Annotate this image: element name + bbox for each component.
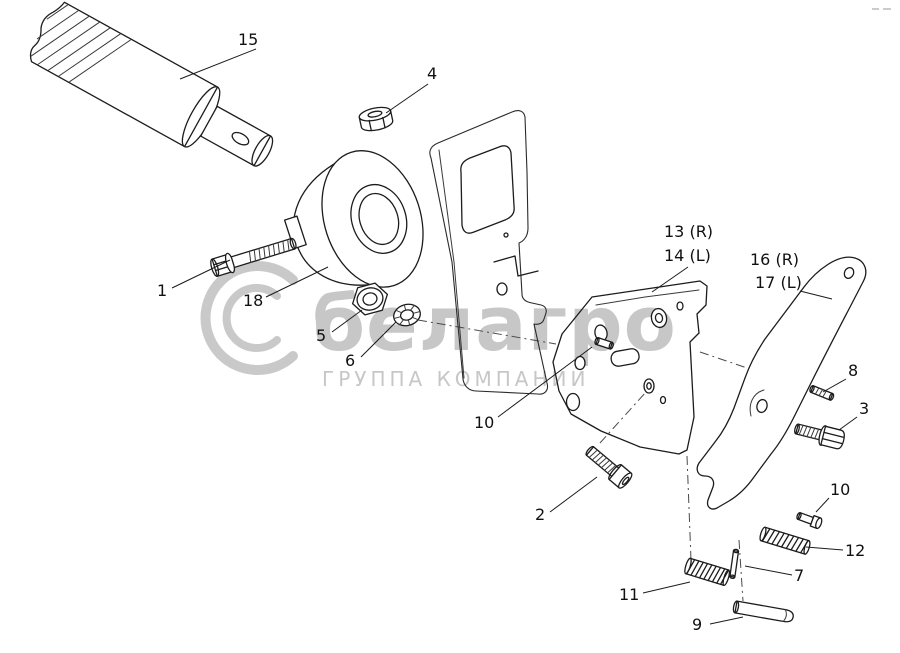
axis-lines xyxy=(417,319,748,602)
callout-4: 4 xyxy=(427,64,437,83)
callout-9: 9 xyxy=(692,615,702,634)
leader-lines xyxy=(171,48,858,625)
part-2-screw xyxy=(585,445,633,489)
callout-10-lower: 10 xyxy=(830,480,850,499)
callout-17: 17 (L) xyxy=(755,273,802,292)
part-8-pin xyxy=(809,385,835,401)
callout-15: 15 xyxy=(238,30,258,49)
callout-11: 11 xyxy=(619,585,639,604)
callout-1: 1 xyxy=(157,281,167,300)
watermark-subtitle: ГРУППА КОМПАНИЙ xyxy=(322,367,589,391)
callout-5: 5 xyxy=(316,326,326,345)
part-1-bolt xyxy=(210,237,297,277)
callout-13: 13 (R) xyxy=(664,222,713,241)
part-6-washer xyxy=(393,303,421,327)
callout-18: 18 xyxy=(243,291,263,310)
callout-10-upper: 10 xyxy=(474,413,494,432)
part-15-shaft xyxy=(29,1,274,167)
callout-3: 3 xyxy=(859,399,869,418)
part-13-14-bracket xyxy=(552,280,708,455)
callout-16: 16 (R) xyxy=(750,250,799,269)
part-3-bolt xyxy=(794,423,845,450)
part-16-17-lever xyxy=(696,256,867,510)
part-4-nut xyxy=(358,106,394,132)
mounting-plate xyxy=(429,110,549,395)
callout-14: 14 (L) xyxy=(664,246,711,265)
callout-labels: 15 4 1 18 5 6 10 13 (R) 14 (L) 16 (R) 17… xyxy=(157,30,869,634)
part-10-pin-upper xyxy=(594,336,614,350)
part-18-disc xyxy=(283,150,424,288)
part-5-nut xyxy=(351,282,389,316)
part-9-rod xyxy=(732,600,794,623)
part-11-spring xyxy=(684,557,731,587)
part-7-pin xyxy=(729,548,740,580)
callout-8: 8 xyxy=(848,361,858,380)
callout-12: 12 xyxy=(845,541,865,560)
part-12-spring xyxy=(759,526,811,555)
callout-7: 7 xyxy=(794,566,804,585)
watermark-logo-icon xyxy=(200,261,298,375)
callout-6: 6 xyxy=(345,351,355,370)
part-10-pin-lower xyxy=(796,512,823,530)
callout-2: 2 xyxy=(535,505,545,524)
